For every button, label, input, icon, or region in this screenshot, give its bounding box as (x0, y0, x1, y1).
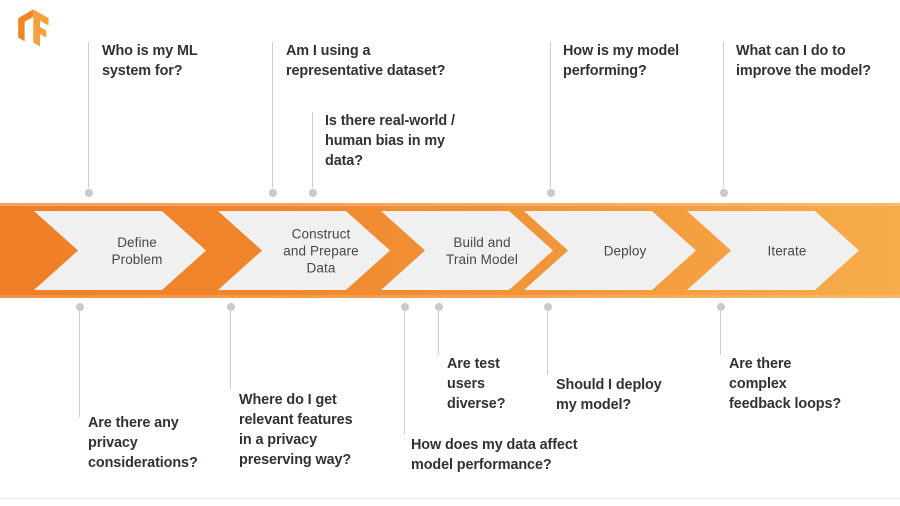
connector-line-top-3 (312, 112, 313, 192)
question-above-2: Am I using a representative dataset? (286, 43, 446, 79)
question-above-3: Is there real-world / human bias in my d… (325, 113, 455, 169)
connector-line-bottom-2 (230, 307, 231, 389)
pipeline-band-bottom-highlight (0, 295, 900, 298)
pipeline-stage-label: Construct and Prepare Data (283, 226, 359, 275)
question-above-4: How is my model performing? (563, 43, 680, 79)
question-below-4: Are test users diverse? (447, 356, 506, 412)
connector-line-bottom-1 (79, 307, 80, 417)
question-below-6: Are there complex feedback loops? (729, 356, 842, 412)
connector-dot-bottom-2 (227, 303, 235, 311)
question-above-5: What can I do to improve the model? (736, 43, 871, 79)
connector-dot-top-5 (720, 189, 728, 197)
connector-dot-bottom-4 (435, 303, 443, 311)
connector-line-top-5 (723, 42, 724, 192)
pipeline-stage-label: Define Problem (111, 234, 163, 267)
pipeline-band-top-highlight (0, 203, 900, 206)
connector-line-bottom-3 (404, 307, 405, 435)
pipeline-stage-label: Build and Train Model (446, 234, 518, 267)
pipeline-stage-construct-and-prepare-data[interactable]: Construct and Prepare Data (218, 211, 390, 290)
connector-dot-bottom-6 (717, 303, 725, 311)
pipeline-stage-iterate[interactable]: Iterate (687, 211, 859, 290)
question-above-1: Who is my ML system for? (102, 43, 198, 79)
pipeline-stages: Define Problem Construct and Prepare Dat… (0, 203, 900, 298)
connector-dot-top-3 (309, 189, 317, 197)
pipeline-stage-label: Iterate (767, 243, 807, 258)
pipeline-stage-define-problem[interactable]: Define Problem (34, 211, 206, 290)
question-below-1: Are there any privacy considerations? (88, 415, 198, 471)
connector-line-bottom-5 (547, 307, 548, 375)
connector-dot-top-4 (547, 189, 555, 197)
connector-dot-top-1 (85, 189, 93, 197)
pipeline-stage-build-and-train-model[interactable]: Build and Train Model (381, 211, 553, 290)
connector-dot-bottom-3 (401, 303, 409, 311)
pipeline-stage-label: Deploy (603, 243, 647, 258)
connector-line-top-1 (88, 42, 89, 192)
pipeline-band: Define Problem Construct and Prepare Dat… (0, 203, 900, 298)
connector-dot-bottom-1 (76, 303, 84, 311)
connector-line-top-2 (272, 42, 273, 192)
connector-line-bottom-4 (438, 307, 439, 355)
footer-divider (0, 498, 900, 499)
question-below-3: How does my data affect model performanc… (411, 437, 578, 473)
connector-line-bottom-6 (720, 307, 721, 355)
connector-dot-bottom-5 (544, 303, 552, 311)
question-below-2: Where do I get relevant features in a pr… (239, 392, 353, 468)
question-below-5: Should I deploy my model? (556, 377, 662, 413)
connector-dot-top-2 (269, 189, 277, 197)
connector-line-top-4 (550, 42, 551, 192)
tensorflow-logo-icon (14, 8, 52, 48)
